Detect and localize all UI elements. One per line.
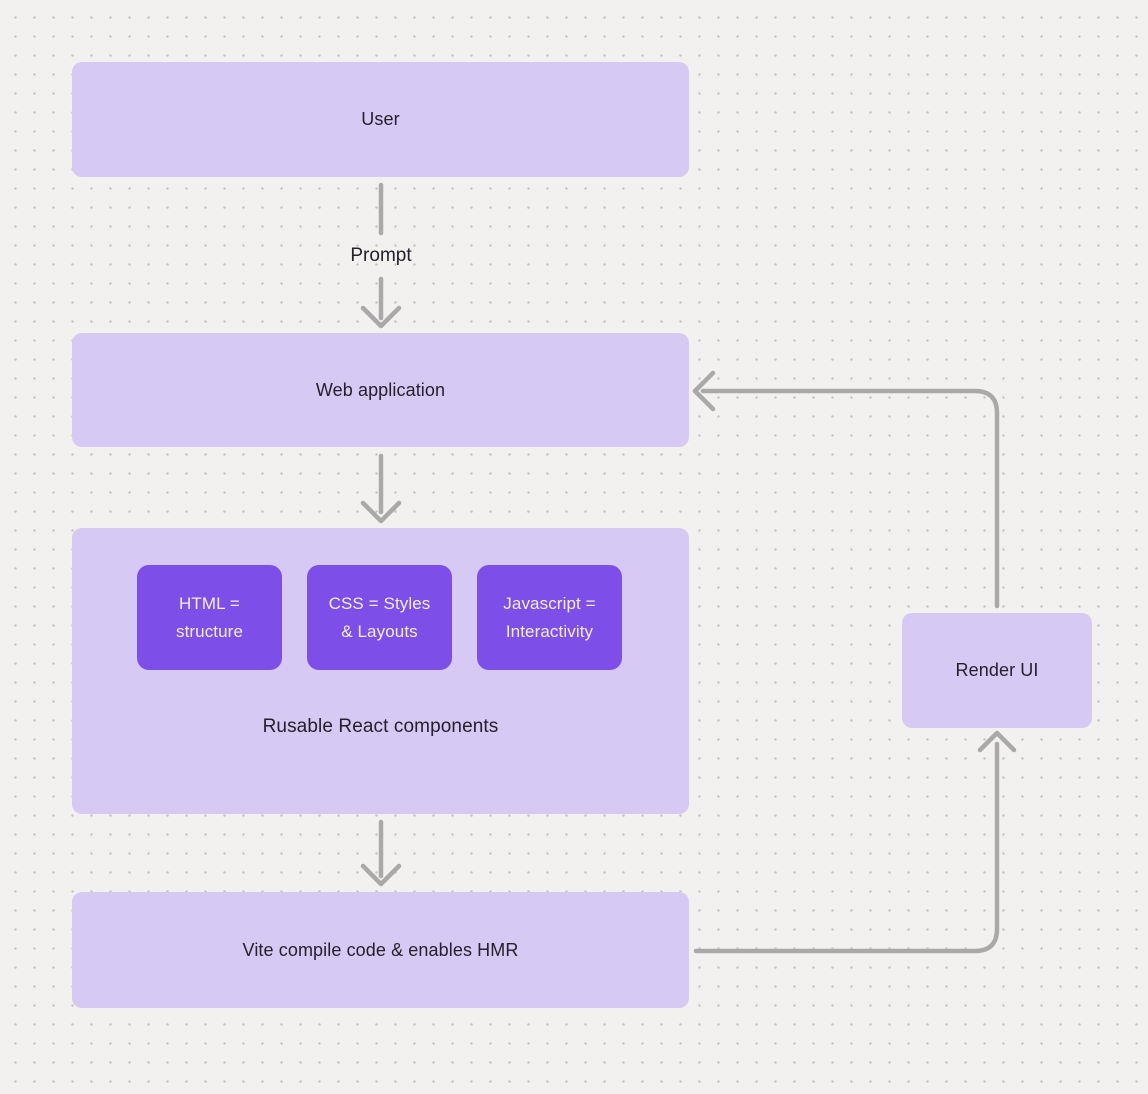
chip-css-line1: CSS = Styles xyxy=(328,593,431,613)
node-react-components[interactable]: HTML = structure CSS = Styles & Layouts … xyxy=(72,528,689,814)
node-vite-label: Vite compile code & enables HMR xyxy=(242,939,519,960)
arrow-down-icon xyxy=(360,500,402,524)
node-web-application-label: Web application xyxy=(315,379,446,400)
arrow-up-icon xyxy=(977,730,1017,753)
node-user-label: User xyxy=(361,109,400,129)
arrow-down-icon xyxy=(360,863,402,887)
chip-html[interactable]: HTML = structure xyxy=(137,565,282,670)
connector-render-to-webapp[interactable] xyxy=(700,388,1000,609)
node-vite[interactable]: Vite compile code & enables HMR xyxy=(72,892,689,1008)
chip-css[interactable]: CSS = Styles & Layouts xyxy=(307,565,452,670)
chip-html-line1: HTML = xyxy=(179,593,240,613)
components-chip-row: HTML = structure CSS = Styles & Layouts … xyxy=(137,565,622,670)
node-render-ui[interactable]: Render UI xyxy=(902,613,1092,728)
arrow-down-icon xyxy=(360,305,402,329)
chip-javascript-line1: Javascript = xyxy=(503,593,596,613)
connector-vite-to-render[interactable] xyxy=(693,741,1000,954)
chip-javascript[interactable]: Javascript = Interactivity xyxy=(477,565,622,670)
node-user[interactable]: User xyxy=(72,62,689,177)
chip-css-line2: & Layouts xyxy=(341,621,418,641)
edge-label-prompt: Prompt xyxy=(350,245,412,266)
node-render-ui-label: Render UI xyxy=(955,660,1039,680)
chip-html-line2: structure xyxy=(175,621,244,641)
components-caption: Rusable React components xyxy=(262,716,499,737)
arrow-left-icon xyxy=(692,370,716,412)
chip-javascript-line2: Interactivity xyxy=(505,621,594,641)
node-web-application[interactable]: Web application xyxy=(72,333,689,447)
